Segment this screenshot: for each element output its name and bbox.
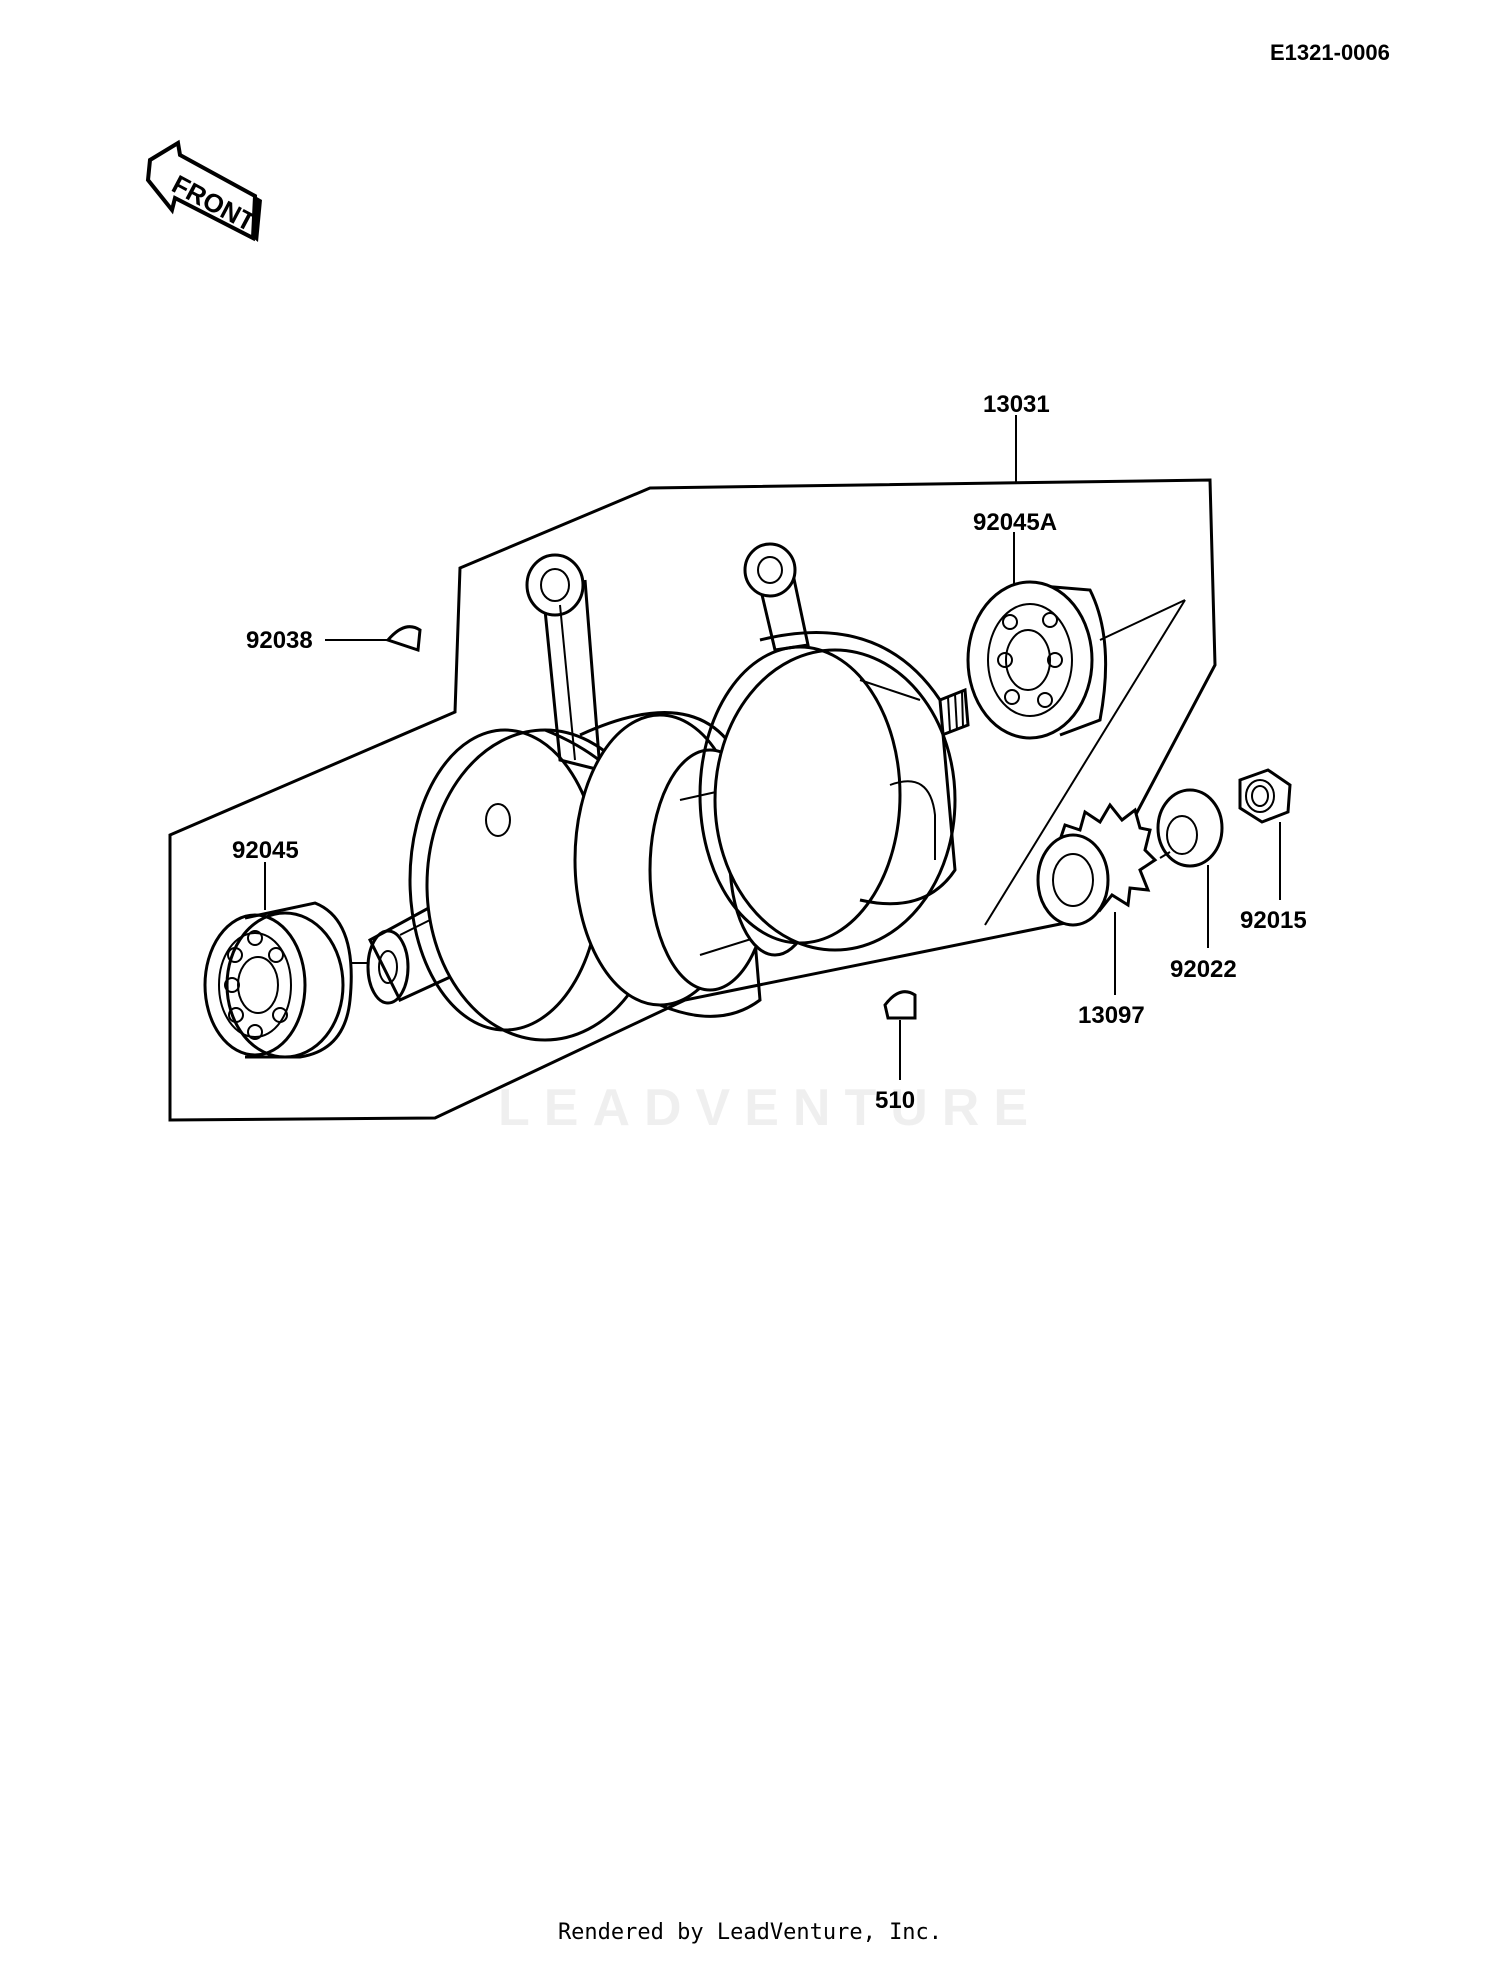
label-92045A: 92045A (973, 509, 1057, 536)
gear-13097 (1036, 802, 1158, 927)
label-92038: 92038 (246, 627, 313, 654)
footer-credit: Rendered by LeadVenture, Inc. (557, 1920, 943, 1945)
label-92045: 92045 (232, 837, 299, 864)
front-arrow-icon: FRONT (145, 139, 262, 242)
label-13031: 13031 (983, 391, 1050, 418)
label-13097: 13097 (1078, 1002, 1145, 1029)
key-92038 (385, 625, 422, 653)
bearing-left (203, 901, 353, 1059)
watermark-text: LEADVENTURE (498, 1079, 1042, 1137)
key-510 (883, 990, 917, 1020)
nut-92015 (1238, 768, 1292, 824)
connecting-rod-right (743, 542, 810, 652)
label-92022: 92022 (1170, 956, 1237, 983)
washer-92022 (1156, 788, 1224, 868)
explode-line-upper (1099, 599, 1186, 641)
crankshaft-right-shaft (939, 687, 970, 737)
connecting-rod-left (525, 553, 602, 772)
explode-line-diag (984, 599, 1186, 926)
label-510: 510 (875, 1087, 915, 1114)
bearing-right (966, 580, 1108, 740)
label-92015: 92015 (1240, 907, 1307, 934)
assembly-outline (168, 478, 1217, 1122)
document-id: E1321-0006 (1270, 40, 1390, 65)
